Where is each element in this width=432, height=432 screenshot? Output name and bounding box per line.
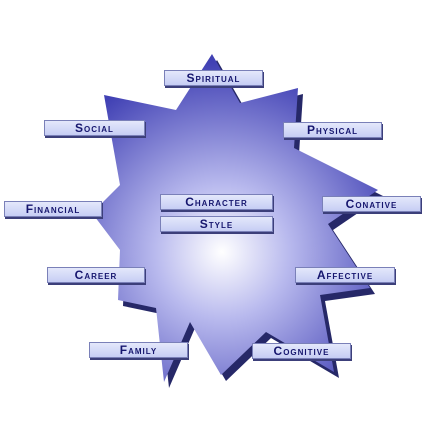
label-career: Career <box>47 267 145 283</box>
label-conative: Conative <box>322 196 421 212</box>
label-financial: Financial <box>4 201 102 217</box>
label-social: Social <box>44 120 145 136</box>
label-spiritual: Spiritual <box>164 70 263 86</box>
label-family: Family <box>89 342 188 358</box>
label-cognitive: Cognitive <box>252 343 351 359</box>
label-affective: Affective <box>295 267 395 283</box>
label-character: Character <box>160 194 273 210</box>
label-physical: Physical <box>283 122 382 138</box>
label-style: Style <box>160 216 273 232</box>
